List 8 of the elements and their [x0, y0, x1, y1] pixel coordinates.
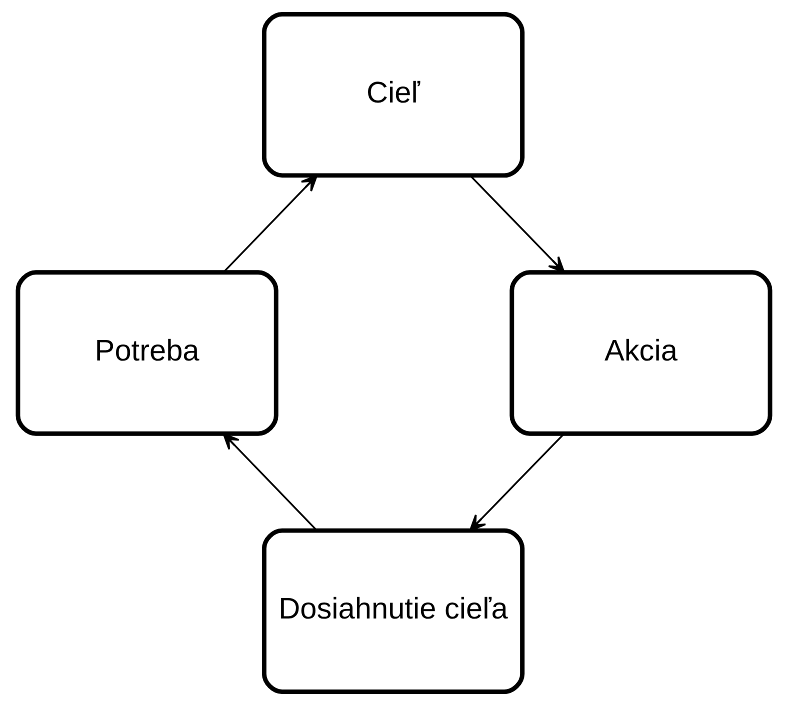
arrow: [468, 433, 564, 532]
arrow: [469, 175, 564, 274]
node-box: Potreba: [15, 270, 278, 436]
node-box: Cieľ: [261, 12, 524, 178]
arrow: [222, 174, 318, 273]
arrow: [222, 432, 317, 531]
node-box: Dosiahnutie cieľa: [261, 528, 524, 694]
node-box: Akcia: [509, 270, 772, 436]
